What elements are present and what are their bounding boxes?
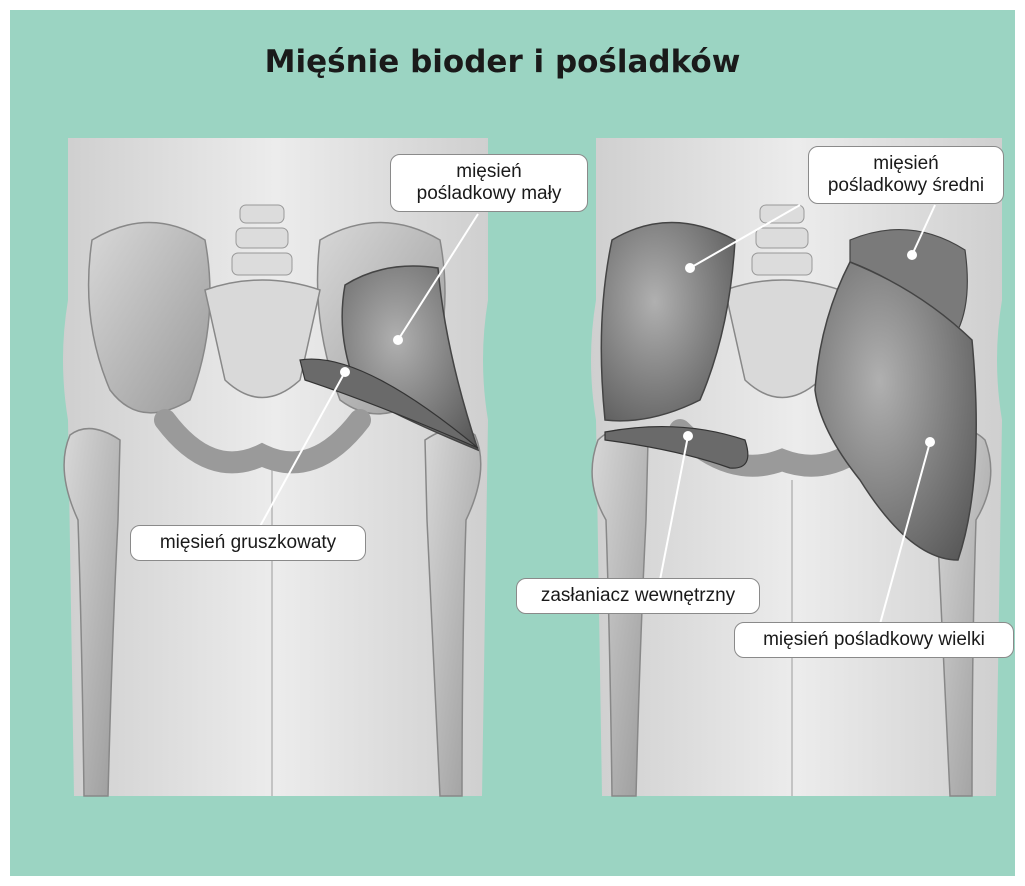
label-gluteus-minimus: mięsień pośladkowy mały: [390, 154, 588, 212]
left-spine: [232, 205, 292, 275]
label-gluteus-maximus: mięsień pośladkowy wielki: [734, 622, 1014, 658]
label-gluteus-medius-line1: mięsień: [819, 153, 993, 175]
label-piriformis-text: mięsień gruszkowaty: [141, 532, 355, 554]
label-obturator-internus: zasłaniacz wewnętrzny: [516, 578, 760, 614]
left-panel: [63, 138, 488, 796]
right-panel: [591, 138, 1002, 796]
label-piriformis: mięsień gruszkowaty: [130, 525, 366, 561]
diagram-title: Mięśnie bioder i pośladków: [0, 44, 1005, 80]
label-gluteus-minimus-line1: mięsień: [401, 161, 577, 183]
label-gluteus-medius-line2: pośladkowy średni: [819, 175, 993, 197]
label-gluteus-minimus-line2: pośladkowy mały: [401, 183, 577, 205]
label-obturator-internus-text: zasłaniacz wewnętrzny: [527, 585, 749, 607]
label-gluteus-medius: mięsień pośladkowy średni: [808, 146, 1004, 204]
label-gluteus-maximus-text: mięsień pośladkowy wielki: [745, 629, 1003, 651]
